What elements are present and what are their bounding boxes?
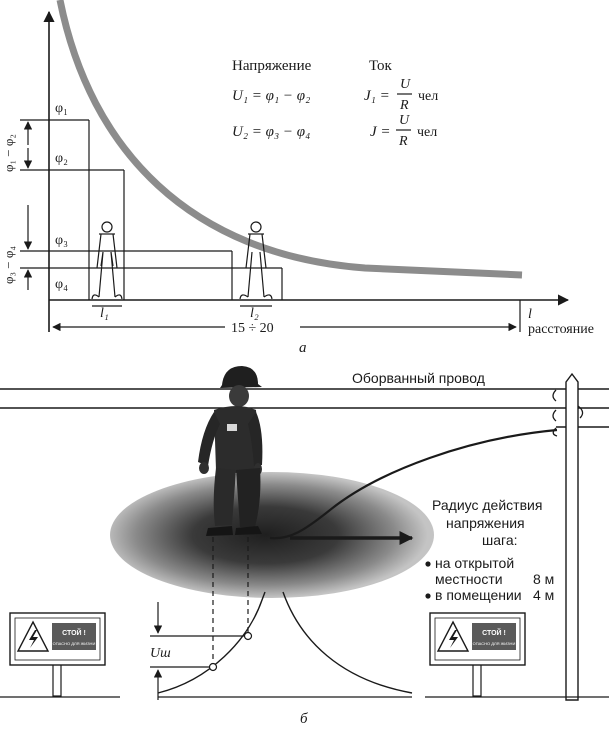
caption-b: б xyxy=(300,711,308,727)
lightning-bolt-icon xyxy=(29,630,38,648)
formula-j2-denominator: R xyxy=(398,134,408,149)
lightning-bolt-icon xyxy=(449,630,458,648)
radius-title-line-3: шага: xyxy=(482,532,518,548)
step-voltage-scene: Оборванный провод xyxy=(0,366,609,727)
sign-right-title: СТОЙ ! xyxy=(482,628,506,637)
warning-sign-left: СТОЙ ! ОПАСНО ДЛЯ ЖИЗНИ xyxy=(0,612,120,698)
formula-u1: U₁ = φ₁ − φ₂ xyxy=(232,88,310,104)
formula-j2-unit: чел xyxy=(417,125,437,140)
formula-j1-left: J₁ = xyxy=(364,88,390,104)
ground-potential-curve-right xyxy=(282,591,413,694)
bullet-2-value: 4 м xyxy=(533,587,554,603)
bullet-1-line-1: на открытой xyxy=(435,555,514,571)
span-label: 15 ÷ 20 xyxy=(231,321,274,336)
phi2-label: φ₂ xyxy=(55,151,68,166)
bullet-1-dot xyxy=(425,561,431,567)
warning-sign-right: СТОЙ ! ОПАСНО ДЛЯ ЖИЗНИ xyxy=(425,612,609,698)
fallen-wire xyxy=(269,428,558,540)
ground-potential-curve-left xyxy=(157,591,266,694)
formula-u2: U₂ = φ₃ − φ₄ xyxy=(232,124,310,140)
formula-j1-unit: чел xyxy=(418,89,438,104)
diff-top-label: φ₁ − φ₂ xyxy=(1,134,16,172)
sign-right-subtitle: ОПАСНО ДЛЯ ЖИЗНИ xyxy=(473,641,516,646)
potential-curve xyxy=(56,0,523,279)
radius-title-line-2: напряжения xyxy=(446,515,525,531)
broken-wire-label: Оборванный провод xyxy=(352,370,485,386)
distance-l-label: l xyxy=(528,307,532,322)
phi4-label: φ₄ xyxy=(55,277,68,292)
caption-a: а xyxy=(299,340,307,356)
left-foot-point xyxy=(208,662,218,672)
formula-j1-numerator: U xyxy=(400,77,411,92)
l1-label: l₁ xyxy=(100,306,109,321)
sign-left-subtitle: ОПАСНО ДЛЯ ЖИЗНИ xyxy=(53,641,96,646)
sign-left-title: СТОЙ ! xyxy=(62,628,86,637)
bullet-2-dot xyxy=(425,593,431,599)
worker-figure xyxy=(198,366,263,536)
utility-pole xyxy=(552,372,584,701)
bullet-1-value: 8 м xyxy=(533,571,554,587)
potential-distribution-diagram: φ₁ − φ₂ φ₃ − φ₄ φ₁ φ₂ φ₃ φ₄ l₁ l₂ 15 ÷ 2… xyxy=(1,0,594,356)
formula-j2-numerator: U xyxy=(399,113,410,128)
radius-title-line-1: Радиус действия xyxy=(432,497,542,513)
phi3-label: φ₃ xyxy=(55,233,68,248)
person-figure-2 xyxy=(239,221,273,300)
bullet-1-line-2: местности xyxy=(435,571,503,587)
bullet-2-line-1: в помещении xyxy=(435,587,522,603)
phi1-label: φ₁ xyxy=(55,101,68,116)
distance-axis-label: расстояние xyxy=(528,322,594,337)
formula-j1-denominator: R xyxy=(399,98,409,113)
person-figure-1 xyxy=(91,221,123,300)
step-voltage-zone xyxy=(110,472,434,598)
step-voltage-label: Uш xyxy=(150,646,171,661)
l2-label: l₂ xyxy=(250,306,259,321)
voltage-header: Напряжение xyxy=(232,58,312,74)
formula-j2-left: J = xyxy=(370,124,391,140)
right-foot-point xyxy=(243,631,253,641)
diff-bottom-label: φ₃ − φ₄ xyxy=(1,246,16,284)
current-header: Ток xyxy=(369,58,393,74)
